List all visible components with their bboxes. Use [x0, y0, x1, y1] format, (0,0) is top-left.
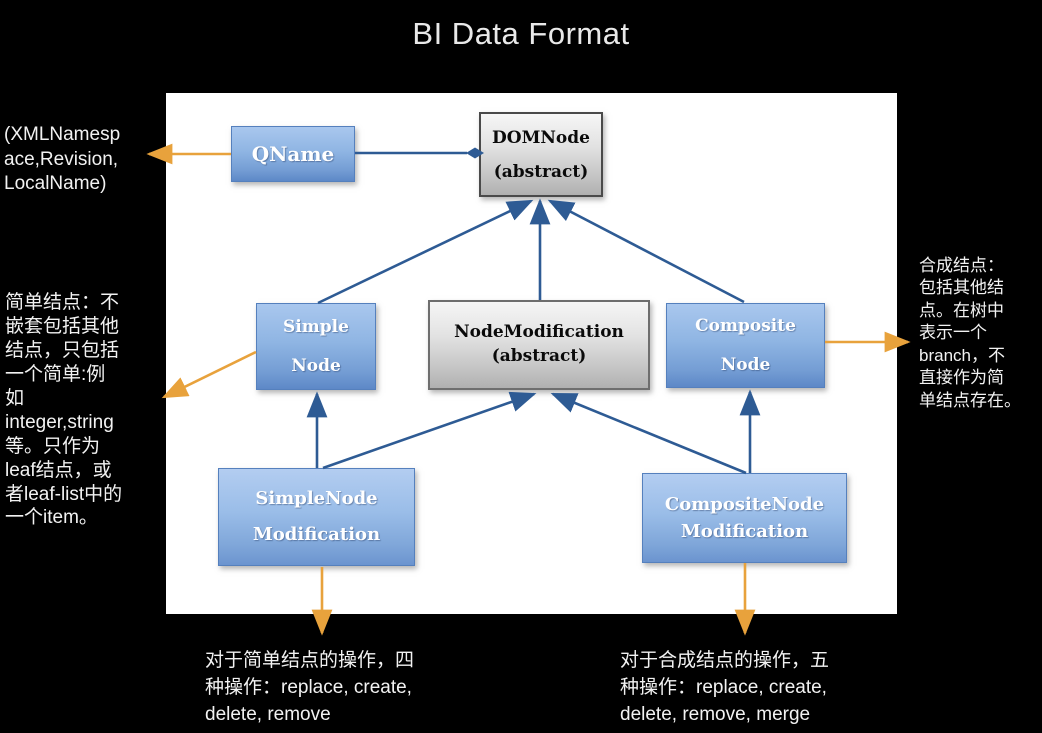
annotation-simple-node-operations: 对于简单结点的操作，四 种操作：replace, create, delete,… — [205, 650, 415, 725]
node-composite-node-label: Composite Node — [695, 316, 796, 375]
node-domnode-abstract: DOMNode (abstract) — [479, 112, 603, 197]
node-qname: QName — [231, 126, 355, 182]
annotation-composite-node-operations: 对于合成结点的操作，五 种操作：replace, create, delete,… — [620, 650, 830, 725]
node-composite-node: Composite Node — [666, 303, 825, 388]
annotation-composite-node: 合成结点： 包括其他结 点。在树中 表示一个 branch，不 直接作为简 单结… — [919, 256, 1021, 410]
node-qname-label: QName — [251, 142, 335, 166]
node-simplenode-modification: SimpleNode Modification — [218, 468, 415, 566]
node-simple-node: Simple Node — [256, 303, 376, 390]
node-simple-node-label: Simple Node — [283, 317, 349, 376]
node-compositenode-modification-label: CompositeNode Modification — [664, 494, 825, 542]
annotation-simple-node: 简单结点：不 嵌套包括其他 结点，只包括 一个简单:例 如 integer,st… — [5, 292, 123, 529]
page-title: BI Data Format — [412, 16, 630, 51]
node-compositenode-modification: CompositeNode Modification — [642, 473, 847, 563]
node-nodemodification-label: NodeModification (abstract) — [454, 322, 624, 366]
node-simplenode-modification-label: SimpleNode Modification — [252, 488, 381, 545]
node-domnode-label: DOMNode (abstract) — [492, 127, 590, 182]
node-nodemodification-abstract: NodeModification (abstract) — [428, 300, 650, 390]
annotation-qname-fields: (XMLNamesp ace,Revision, LocalName) — [4, 124, 121, 195]
